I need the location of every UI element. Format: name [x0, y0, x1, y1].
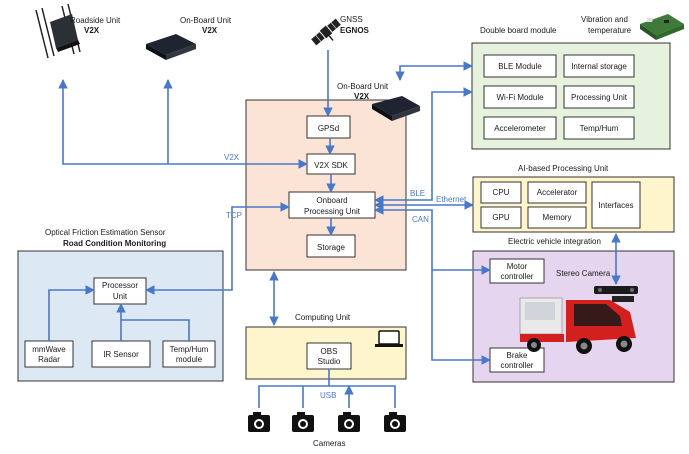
wifi-module-label: Wi-Fi Module	[496, 93, 544, 102]
brake-label-1: Brake	[507, 351, 528, 360]
temp-hum-label: Temp/Hum	[580, 124, 619, 133]
brake-label-2: controller	[501, 361, 534, 370]
camera-icon	[248, 412, 270, 432]
processing-unit-label: Processing Unit	[571, 93, 628, 102]
usb-link-label: USB	[320, 391, 336, 400]
ble-module-cell	[483, 54, 557, 78]
accelerometer-cell	[483, 116, 557, 140]
connectors	[48, 50, 621, 408]
ir-sensor-box	[91, 340, 151, 368]
usb-link	[258, 369, 396, 408]
stereo-camera-icon	[594, 286, 638, 294]
memory-box	[527, 206, 587, 229]
camera-icon	[384, 412, 406, 432]
wifi-module-cell	[483, 85, 557, 109]
onboard-top-sub: V2X	[202, 26, 218, 35]
onboard-unit-top-icon	[146, 34, 196, 60]
processor-label-1: Processor	[102, 281, 138, 290]
optical-subtitle: Road Condition Monitoring	[63, 239, 166, 248]
processing-unit-cell	[563, 85, 635, 109]
gnss-title: GNSS	[340, 15, 363, 24]
obs-label-1: OBS	[321, 347, 338, 356]
double-board-title: Double board module	[480, 26, 557, 35]
gnss-sub: EGNOS	[340, 26, 370, 35]
v2x-link	[58, 79, 308, 169]
cameras-label: Cameras	[313, 439, 345, 448]
ble-link-label: BLE	[410, 189, 425, 198]
temp-hum-cell	[563, 116, 635, 140]
v2x-link-label: V2X	[224, 153, 240, 162]
satellite-icon	[311, 18, 341, 46]
radar-box	[24, 340, 74, 368]
central-obu-sub: V2X	[354, 92, 370, 101]
radar-processor-link	[48, 285, 95, 341]
roadside-sub: V2X	[84, 26, 100, 35]
obs-label-2: Studio	[318, 357, 341, 366]
central-obu-title: On-Board Unit	[337, 82, 389, 91]
ir-sensor-label: IR Sensor	[103, 350, 139, 359]
temp-processor-link	[121, 319, 190, 341]
accelerator-box	[527, 181, 587, 204]
radar-label-2: Radar	[38, 355, 60, 364]
interfaces-label: Interfaces	[598, 201, 633, 210]
electric-vehicle-icon	[519, 296, 636, 354]
ble-link	[374, 87, 473, 205]
motor-label-2: controller	[501, 272, 534, 281]
tcp-link-label: TCP	[226, 211, 242, 220]
ev-title: Electric vehicle integration	[508, 237, 601, 246]
radar-label-1: mmWave	[32, 345, 66, 354]
storage-label: Storage	[317, 243, 346, 252]
obs-studio-box	[306, 342, 352, 370]
optical-title: Optical Friction Estimation Sensor	[45, 228, 166, 237]
ethernet-link-label: Ethernet	[436, 195, 467, 204]
temp-module-label-2: module	[176, 355, 203, 364]
double-board-cells: BLE Module Internal storage Wi-Fi Module…	[483, 54, 635, 140]
vibration-label-1: Vibration and	[581, 15, 628, 24]
temp-module-label-1: Temp/Hum	[170, 345, 209, 354]
roadside-title: Roadside Unit	[70, 16, 121, 25]
gpu-label: GPU	[492, 213, 510, 222]
internal-storage-label: Internal storage	[571, 62, 627, 71]
processing-box	[288, 191, 376, 219]
temp-module-box	[162, 340, 216, 368]
can-brake-link	[431, 270, 491, 365]
processing-label-2: Processing Unit	[304, 207, 361, 216]
computing-title: Computing Unit	[295, 313, 351, 322]
processing-label-1: Onboard	[316, 196, 347, 205]
cpu-box	[480, 181, 522, 204]
circuit-board-icon	[640, 14, 684, 40]
internal-storage-cell	[563, 54, 635, 78]
processor-label-2: Unit	[113, 292, 128, 301]
camera-icon	[292, 412, 314, 432]
onboard-top-title: On-Board Unit	[180, 16, 232, 25]
obu-double-board-link	[395, 61, 473, 81]
accelerometer-label: Accelerometer	[494, 124, 546, 133]
brake-controller-box	[489, 347, 545, 373]
ai-title: AI-based Processing Unit	[518, 164, 609, 173]
motor-label-1: Motor	[507, 262, 528, 271]
v2x-sdk-label: V2X SDK	[314, 161, 348, 170]
roadside-unit-icon	[35, 3, 81, 59]
memory-label: Memory	[543, 213, 572, 222]
ble-module-label: BLE Module	[498, 62, 542, 71]
can-link	[374, 205, 491, 275]
camera-icon	[338, 412, 360, 432]
can-link-label: CAN	[412, 215, 429, 224]
interfaces-box	[591, 181, 641, 229]
cpu-label: CPU	[493, 188, 510, 197]
processor-unit-box	[93, 277, 147, 305]
vibration-label-2: temperature	[588, 26, 632, 35]
tcp-link	[145, 202, 290, 295]
gpsd-label: GPSd	[318, 124, 339, 133]
laptop-icon	[375, 330, 403, 347]
stereo-camera-label: Stereo Camera	[556, 269, 611, 278]
accelerator-label: Accelerator	[537, 188, 578, 197]
